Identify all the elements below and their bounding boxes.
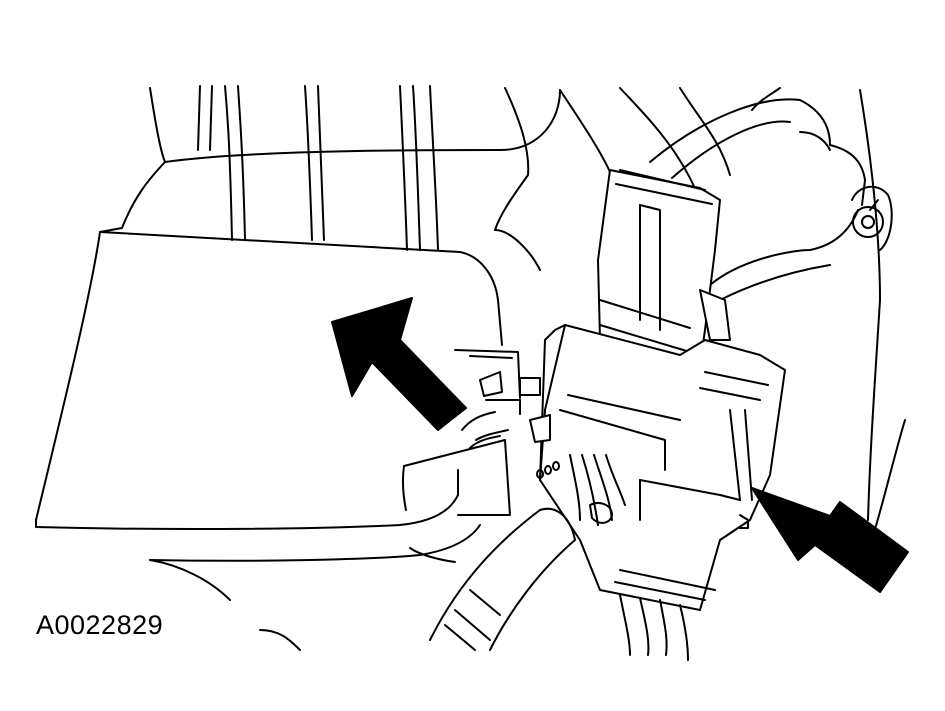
wire-bundle — [569, 454, 689, 661]
upper-hose — [649, 98, 893, 301]
pointer-arrow-left — [331, 297, 467, 431]
electrical-connector — [519, 169, 786, 611]
connector-pins — [536, 461, 560, 479]
pointer-arrow-right — [751, 487, 909, 593]
air-box — [35, 231, 503, 651]
harness-sleeve — [429, 507, 576, 651]
figure-id-label: A0022829 — [36, 610, 164, 640]
